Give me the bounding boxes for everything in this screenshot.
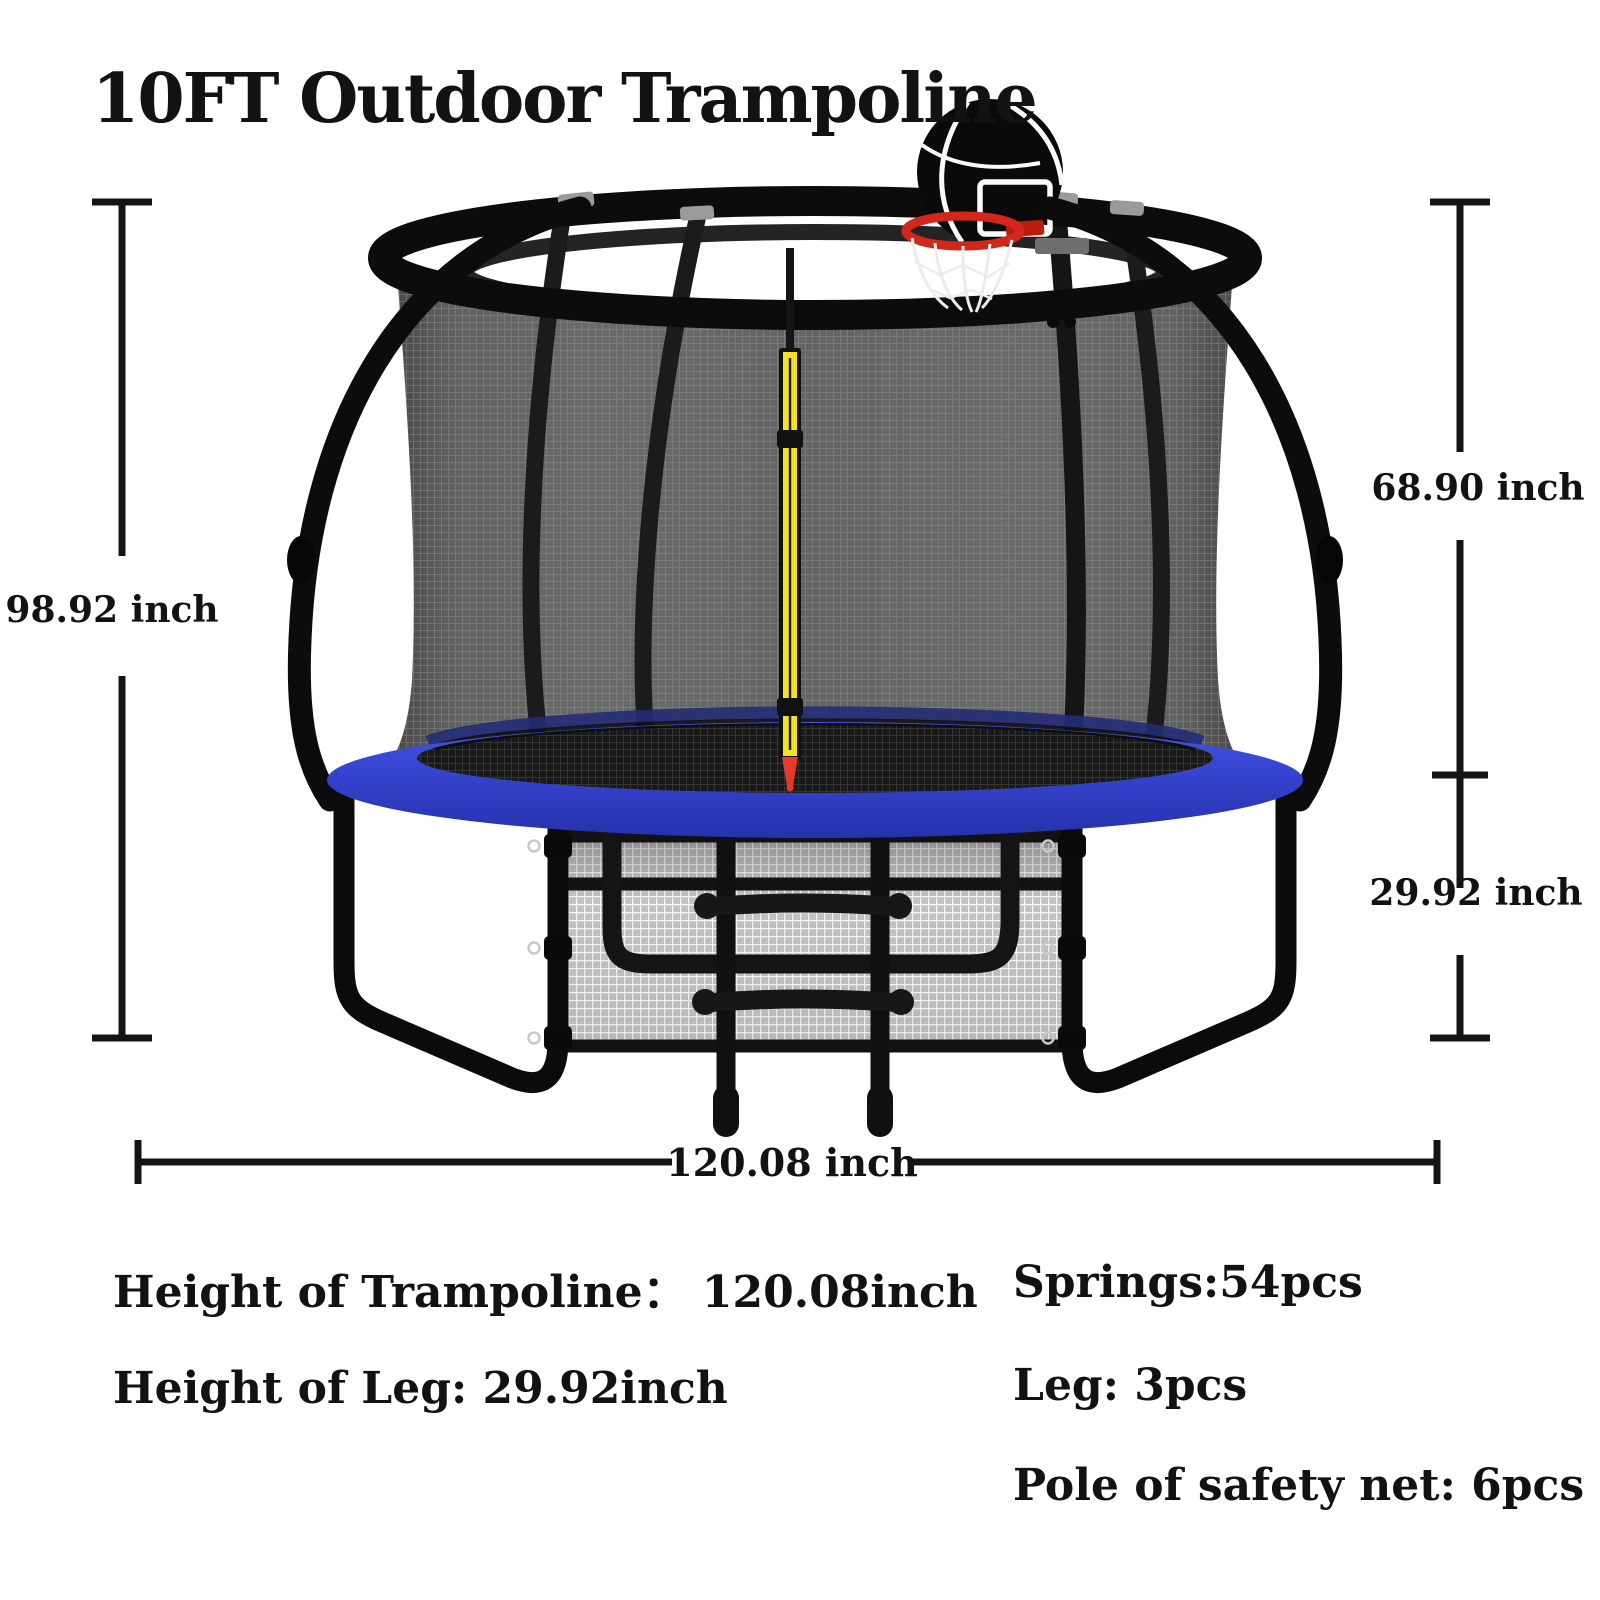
enclosure-arcs <box>287 196 1343 812</box>
ring-clamp <box>1109 200 1145 216</box>
arc-sleeve-left <box>287 536 315 584</box>
leg-right <box>1061 784 1297 1093</box>
ring-clamp <box>679 205 715 221</box>
dim-label-overall-height: 98.92 inch <box>5 589 218 631</box>
spec-net-poles: Pole of safety net: 6pcs <box>1013 1460 1584 1511</box>
dim-label-diameter: 120.08 inch <box>666 1140 918 1185</box>
page-title: 10FT Outdoor Trampoline <box>92 59 1036 139</box>
safety-net <box>382 272 1248 813</box>
dim-label-leg-height: 29.92 inch <box>1369 872 1582 914</box>
ladder-steps <box>694 893 912 1013</box>
arc-sleeve-right <box>1315 536 1343 584</box>
spec-springs: Springs:54pcs <box>1013 1257 1363 1308</box>
spec-trampoline-height: Height of Trampoline： 120.08inch <box>113 1267 978 1318</box>
basketball-hoop <box>901 97 1089 313</box>
spec-legs: Leg: 3pcs <box>1013 1360 1247 1411</box>
frame-pad <box>327 722 1303 838</box>
basketball-backboard <box>917 99 1063 245</box>
pad-back-shadow <box>425 706 1205 749</box>
trampoline <box>287 97 1343 1137</box>
hoop-bracket <box>1035 238 1089 254</box>
ladder <box>692 820 914 1137</box>
enclosure-arc-right <box>1038 196 1343 812</box>
top-ring <box>368 186 1262 330</box>
skirt-clamps <box>527 834 1086 1050</box>
spring-skirt <box>555 829 1075 1053</box>
leg-left <box>333 784 569 1093</box>
enclosure-arc-left <box>287 196 592 812</box>
zipper-pull <box>782 757 798 786</box>
dimension-lines <box>92 198 1490 1184</box>
skirt-frame-tube <box>602 830 1020 974</box>
spec-leg-height: Height of Leg: 29.92inch <box>113 1363 728 1414</box>
dim-label-enclosure-height: 68.90 inch <box>1371 467 1584 509</box>
legs <box>333 784 1297 1093</box>
net-zipper <box>777 248 803 792</box>
hoop-net <box>910 237 1014 313</box>
